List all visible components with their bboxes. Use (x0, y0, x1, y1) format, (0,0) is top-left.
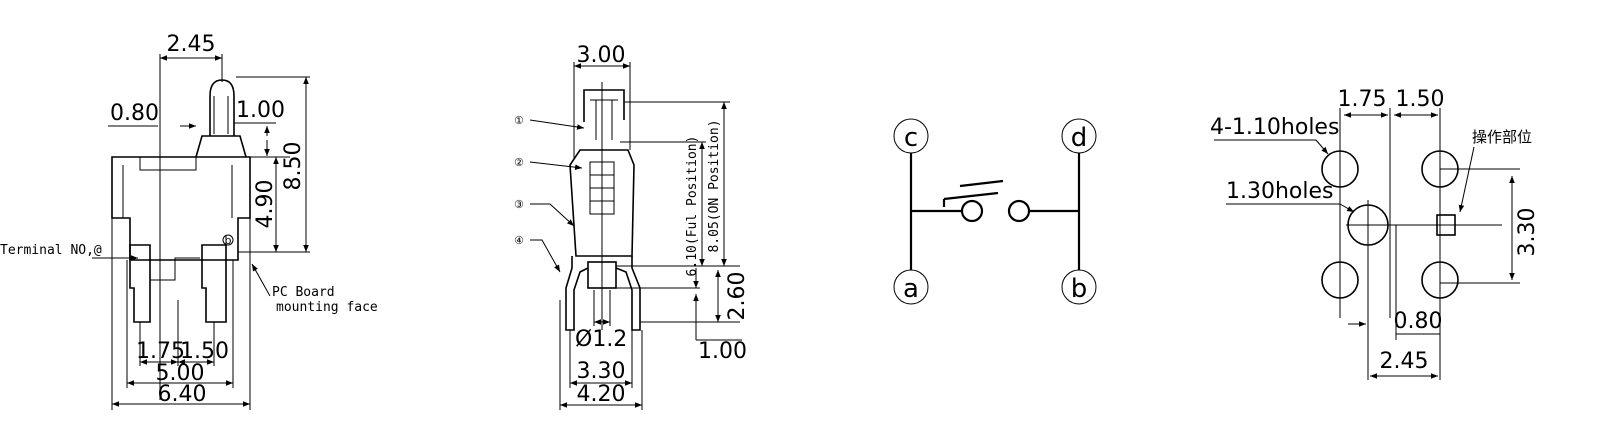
callout-1: ① (514, 114, 524, 127)
dim-1-50-pcb: 1.50 (1396, 87, 1445, 112)
dim-diameter: Ø1.2 (575, 327, 627, 352)
side-actuator-base (195, 135, 247, 158)
holes-1-label: 1.30holes (1226, 179, 1334, 204)
terminal-c-label: c (904, 123, 918, 153)
pcb-layout: 1.75 1.50 4-1.10holes 1.30holes 操作部位 3.3… (1210, 87, 1540, 380)
callout-2: ② (514, 156, 524, 169)
side-terminal-right (201, 244, 227, 323)
front-body (569, 149, 635, 257)
contact-left (960, 199, 984, 223)
front-view: 3.00 ① ② ③ ④ 6.10(Ful Position) 8.05(ON … (514, 43, 750, 410)
front-pin-left (565, 256, 589, 331)
callout-3: ③ (514, 198, 524, 211)
side-view: b 2.45 0.80 1.00 8.50 4.90 PC Board moun… (0, 32, 378, 410)
holes-4-label: 4-1.10holes (1210, 115, 1339, 140)
dim-1-00-front: 1.00 (698, 339, 747, 364)
terminal-b-mark-label: b (225, 234, 232, 247)
dim-1-75-pcb: 1.75 (1338, 87, 1387, 112)
contact-right (1007, 199, 1031, 223)
terminal-d-label: d (1071, 123, 1088, 153)
dim-on-position: 8.05(ON Position) (707, 119, 722, 252)
dim-2-45-pcb: 2.45 (1380, 349, 1429, 374)
dim-4-90: 4.90 (253, 180, 278, 229)
dim-6-40: 6.40 (158, 382, 207, 407)
switch-blade (943, 191, 999, 201)
side-body-outline (111, 156, 251, 261)
front-actuator-detail (590, 99, 618, 140)
pcb-board-label-1: PC Board (272, 285, 335, 300)
side-body-inner-lines (122, 165, 233, 218)
dim-3-30-front: 3.30 (577, 359, 626, 384)
dim-0-80-side: 0.80 (110, 101, 159, 126)
dim-full-position: 6.10(Ful Position) (685, 136, 700, 277)
terminal-a-label: a (903, 274, 919, 304)
operation-point-label: 操作部位 (1472, 128, 1532, 146)
terminal-b-label: b (1071, 274, 1088, 304)
dim-5-00: 5.00 (156, 361, 205, 386)
side-actuator-slot (213, 96, 229, 134)
side-body-step (139, 157, 197, 171)
dim-2-60: 2.60 (725, 272, 750, 321)
terminal-no-label: Terminal NO,@ (0, 243, 102, 258)
pcb-board-label-2: mounting face (276, 300, 378, 315)
terminal-b-mark (222, 234, 234, 246)
switch-actuator-bar (959, 179, 1004, 188)
dim-1-00-side: 1.00 (236, 98, 285, 123)
side-terminal-bridge (149, 257, 200, 281)
dim-3-30-pcb: 3.30 (1515, 208, 1540, 257)
side-terminal-left (129, 244, 151, 323)
dim-3-00: 3.00 (577, 43, 626, 68)
callout-4: ④ (514, 234, 524, 247)
front-pin-right (615, 256, 641, 331)
switch-schematic: c d a b (893, 118, 1097, 305)
dim-2-45-side: 2.45 (167, 32, 216, 57)
dim-8-50: 8.50 (281, 142, 306, 191)
dim-4-20: 4.20 (577, 382, 626, 407)
dim-0-80-pcb: 0.80 (1394, 309, 1443, 334)
front-actuator (583, 89, 625, 122)
